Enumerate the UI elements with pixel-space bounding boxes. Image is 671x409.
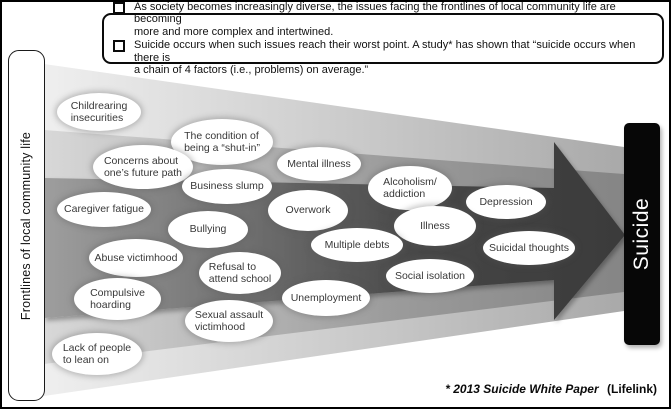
factor-label: Refusal to attend school — [208, 260, 272, 286]
factor-overwork: Overwork — [268, 190, 348, 231]
factor-label: Business slump — [190, 180, 264, 193]
checkbox-bullet-icon — [113, 40, 125, 52]
factor-label: The condition of being a “shut-in” — [184, 129, 260, 155]
factor-future-path: Concerns about one’s future path — [93, 145, 193, 189]
header-item: As society becomes increasingly diverse,… — [113, 0, 656, 38]
factor-label: Alcoholism/ addiction — [383, 175, 437, 201]
header-item-text: Suicide occurs when such issues reach th… — [134, 39, 636, 76]
factor-refusal-attend-school: Refusal to attend school — [199, 252, 281, 294]
factor-lack-of-people: Lack of people to lean on — [52, 333, 142, 375]
factor-label: Lack of people to lean on — [62, 341, 132, 367]
factor-alcoholism-addiction: Alcoholism/ addiction — [368, 166, 452, 210]
footnote-attribution: (Lifelink) — [607, 382, 657, 396]
factor-label: Sexual assault victimhood — [194, 308, 264, 334]
factor-label: Unemployment — [290, 291, 362, 304]
factor-multiple-debts: Multiple debts — [311, 228, 403, 262]
factor-caregiver-fatigue: Caregiver fatigue — [57, 192, 151, 227]
factor-label: Multiple debts — [324, 238, 390, 251]
factor-mental-illness: Mental illness — [277, 147, 361, 181]
factor-label: Childrearing insecurities — [70, 99, 128, 125]
factor-suicidal-thoughts: Suicidal thoughts — [483, 231, 575, 265]
footnote: * 2013 Suicide White Paper (Lifelink) — [445, 382, 657, 396]
footnote-source: * 2013 Suicide White Paper — [445, 382, 599, 396]
header-item-text: As society becomes increasingly diverse,… — [134, 0, 616, 38]
header-item: Suicide occurs when such issues reach th… — [113, 39, 656, 77]
side-label: Frontlines of local community life — [19, 131, 34, 320]
factor-label: Caregiver fatigue — [64, 203, 144, 216]
factor-sexual-assault-victimhood: Sexual assault victimhood — [185, 300, 273, 342]
factor-illness: Illness — [394, 206, 476, 246]
factor-childrearing-insecurities: Childrearing insecurities — [57, 93, 141, 131]
factor-social-isolation: Social isolation — [386, 259, 474, 293]
header-box: As society becomes increasingly diverse,… — [102, 2, 664, 76]
factor-label: Overwork — [285, 204, 331, 217]
side-label-box: Frontlines of local community life — [8, 50, 45, 401]
factor-bullying: Bullying — [168, 211, 248, 248]
factor-label: Social isolation — [394, 269, 466, 282]
factor-label: Bullying — [189, 223, 227, 236]
factor-label: Illness — [420, 219, 450, 232]
factor-label: Compulsive hoarding — [90, 286, 145, 312]
factor-abuse-victimhood: Abuse victimhood — [89, 239, 183, 277]
factor-compulsive-hoarding: Compulsive hoarding — [74, 278, 161, 320]
factor-label: Abuse victimhood — [94, 251, 178, 264]
factor-label: Concerns about one’s future path — [103, 154, 183, 180]
suicide-endpoint: Suicide — [624, 123, 660, 345]
factor-label: Suicidal thoughts — [489, 241, 569, 254]
factor-label: Mental illness — [287, 157, 351, 170]
factor-label: Depression — [479, 195, 533, 208]
checkbox-bullet-icon — [113, 2, 125, 14]
factor-unemployment: Unemployment — [282, 280, 370, 316]
factor-depression: Depression — [466, 185, 546, 219]
factor-business-slump: Business slump — [182, 169, 272, 204]
suicide-endpoint-label: Suicide — [630, 197, 654, 271]
